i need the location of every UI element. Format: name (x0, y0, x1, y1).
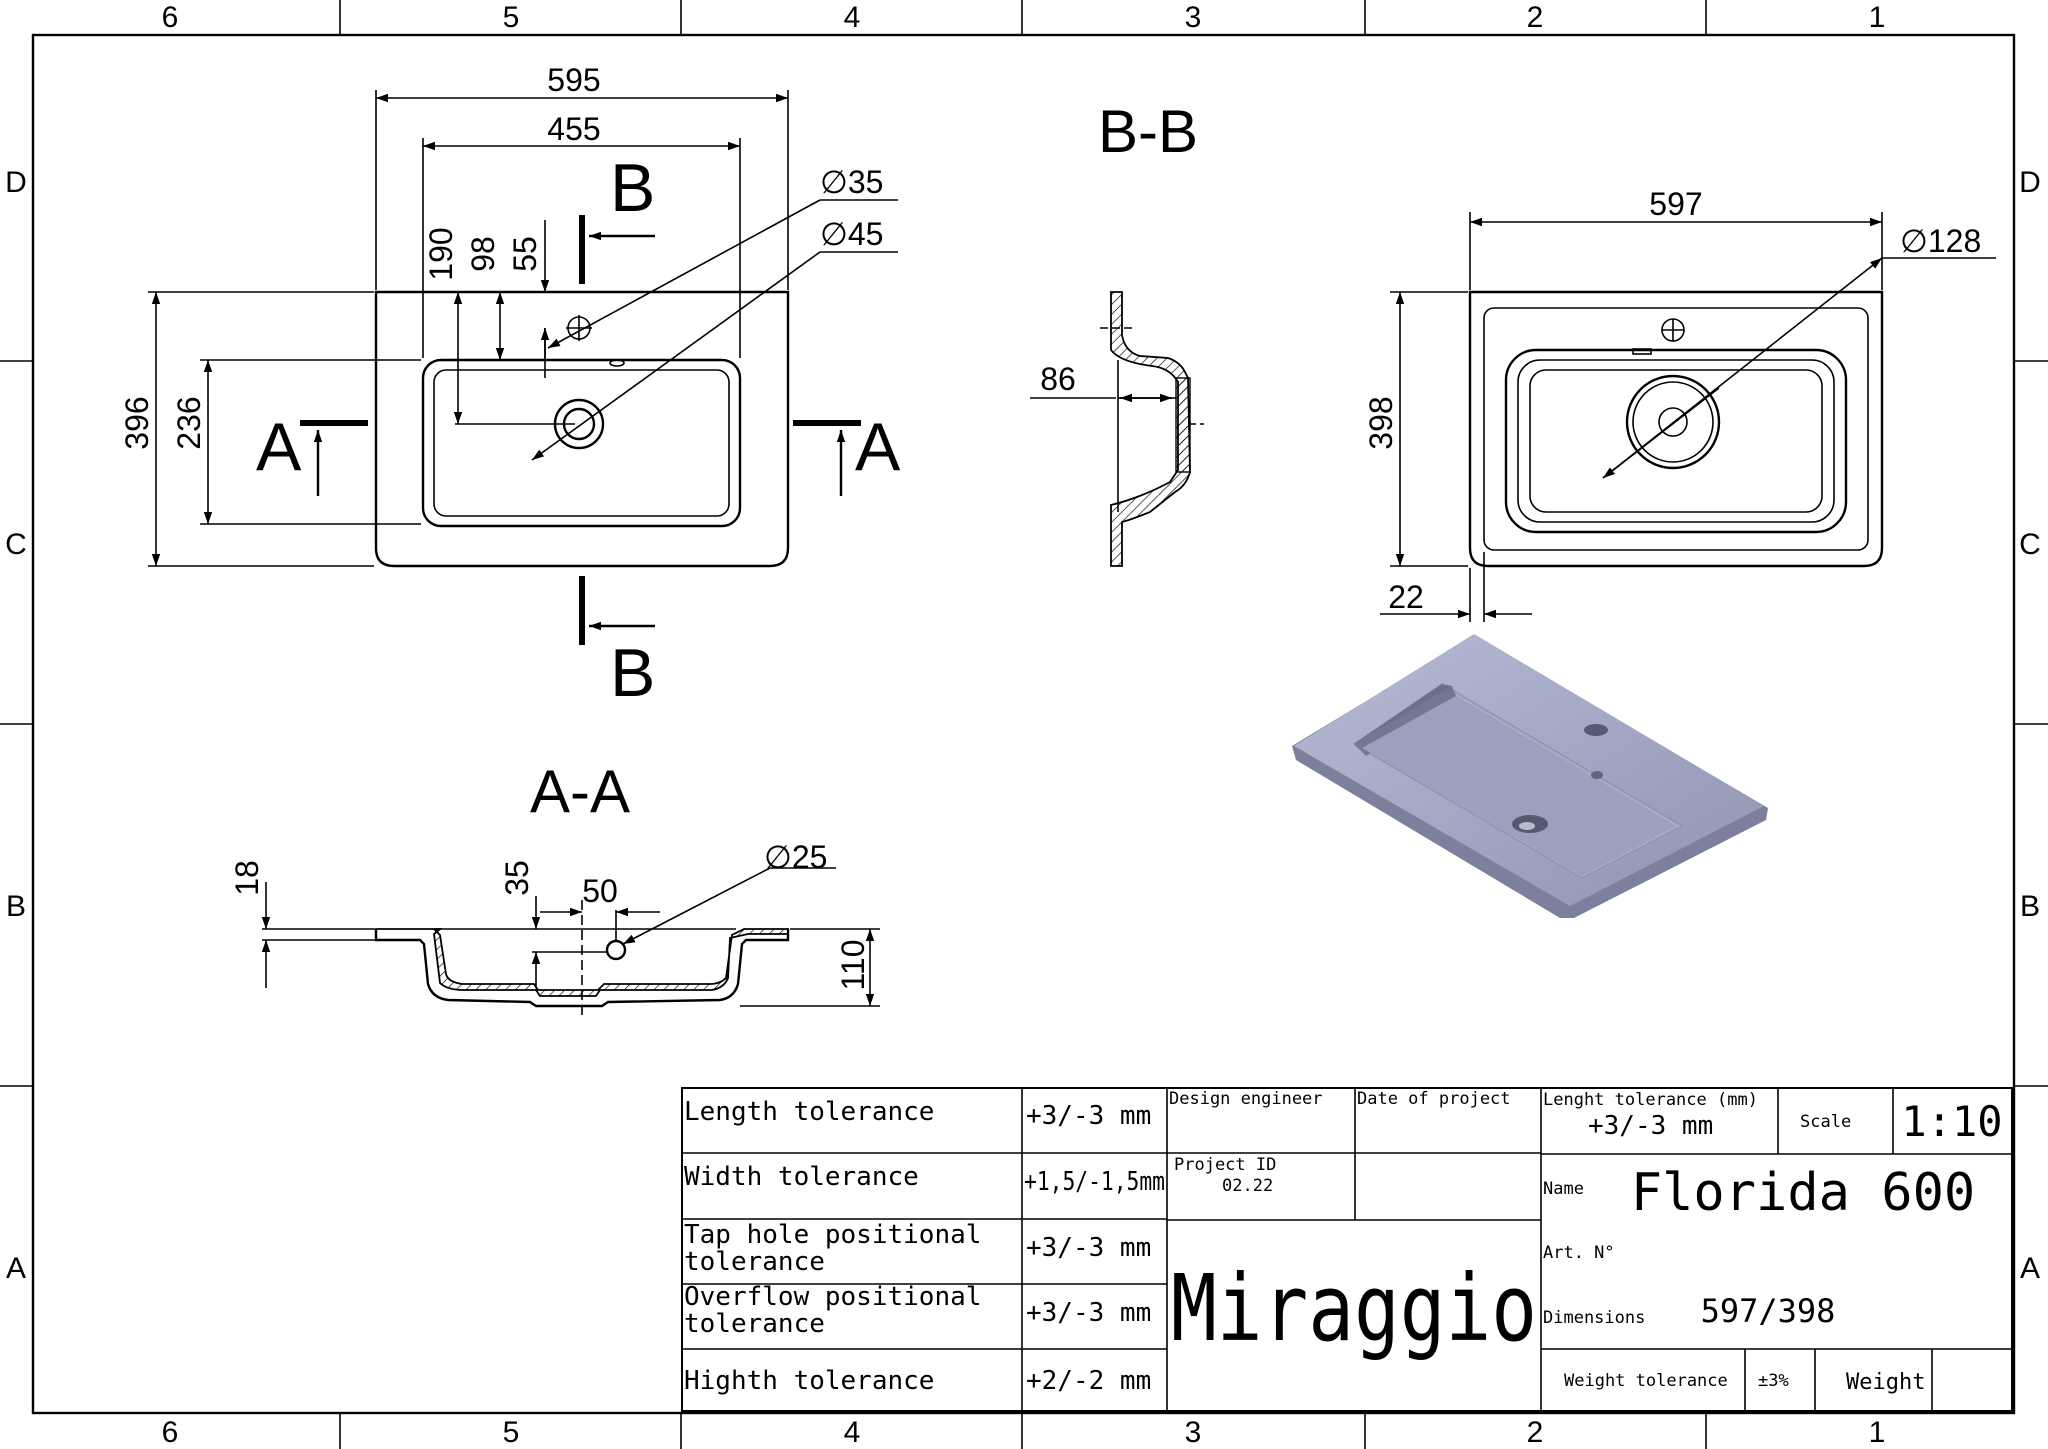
section-aa-title: A-A (530, 758, 630, 825)
zone-row-a-left: A (6, 1252, 26, 1285)
section-marker-a-left: A (256, 409, 302, 485)
length-tolerance-header-value: +3/-3 mm (1588, 1111, 1713, 1141)
tap-hole-tolerance-label-line1: Tap hole positional (684, 1220, 981, 1250)
section-marker-b-top: B (610, 150, 655, 226)
dim-bowl-width: 455 (547, 111, 600, 147)
width-tolerance-label: Width tolerance (684, 1162, 919, 1192)
dim-86: 86 (1040, 361, 1076, 397)
dim-depth-398: 398 (1363, 396, 1399, 449)
zone-col-4-top: 4 (844, 1, 861, 34)
product-name: Florida 600 (1631, 1163, 1975, 1223)
drain-diameter-right-value: 128 (1928, 223, 1981, 259)
zone-col-6-top: 6 (162, 1, 179, 34)
overflow-tolerance-value: +3/-3 mm (1026, 1298, 1151, 1328)
dim-overall-width: 595 (547, 62, 600, 98)
dim-bowl-depth: 236 (171, 396, 207, 449)
project-id-label: Project ID (1174, 1155, 1276, 1175)
scale-value: 1:10 (1901, 1097, 2002, 1146)
zone-col-6-bottom: 6 (162, 1416, 179, 1449)
basin-3d-render (1292, 634, 1768, 918)
zone-col-4-bottom: 4 (844, 1416, 861, 1449)
dimensions-label: Dimensions (1543, 1308, 1645, 1328)
zone-row-a-right: A (2020, 1252, 2040, 1285)
date-of-project-label: Date of project (1357, 1089, 1511, 1109)
dim-18: 18 (229, 860, 265, 896)
zone-row-b-left: B (6, 890, 26, 923)
length-tolerance-label: Length tolerance (684, 1097, 934, 1127)
weight-label: Weight (1846, 1370, 1925, 1395)
section-marker-a-right: A (855, 409, 901, 485)
zone-col-1-bottom: 1 (1869, 1416, 1886, 1449)
design-engineer-label: Design engineer (1169, 1089, 1323, 1109)
weight-tolerance-value: ±3% (1758, 1371, 1789, 1391)
diameter-symbol: ∅ (1900, 223, 1928, 259)
zone-col-2-bottom: 2 (1527, 1416, 1544, 1449)
title-block: Length tolerance +3/-3 mm Width toleranc… (681, 1087, 2013, 1412)
weight-tolerance-label: Weight tolerance (1564, 1371, 1728, 1391)
dim-98: 98 (465, 236, 501, 272)
overflow-tolerance-label-line1: Overflow positional (684, 1282, 981, 1312)
brand-logo: Miraggio (1171, 1255, 1537, 1362)
zone-row-c-left: C (5, 528, 27, 561)
zone-col-3-bottom: 3 (1185, 1416, 1202, 1449)
zone-col-5-bottom: 5 (503, 1416, 520, 1449)
length-tolerance-value: +3/-3 mm (1026, 1101, 1151, 1131)
dim-overall-depth: 396 (119, 396, 155, 449)
scale-label: Scale (1800, 1112, 1851, 1132)
name-label: Name (1543, 1179, 1584, 1199)
zone-labels: 6 5 4 3 2 1 6 5 4 3 2 1 D C B A D C B A (5, 1, 2041, 1449)
drain-diameter-right: ∅128 (1900, 223, 1981, 259)
dim-offset-22: 22 (1388, 579, 1424, 615)
zone-col-3-top: 3 (1185, 1, 1202, 34)
zone-col-5-top: 5 (503, 1, 520, 34)
diameter-symbol: ∅ (820, 164, 848, 200)
zone-row-d-left: D (5, 166, 27, 199)
zone-row-c-right: C (2019, 528, 2041, 561)
dim-110: 110 (835, 939, 871, 990)
section-bb-title: B-B (1098, 98, 1198, 165)
dim-50: 50 (582, 873, 618, 909)
overflow-diameter: ∅25 (764, 839, 827, 875)
drain-diameter: ∅45 (820, 216, 883, 252)
tap-hole-tolerance-label-line2: tolerance (684, 1247, 825, 1277)
dim-width-597: 597 (1649, 186, 1702, 222)
section-aa-view: A-A 18 35 50 110 ∅25 (229, 758, 880, 1020)
overflow-tolerance-label-line2: tolerance (684, 1309, 825, 1339)
height-tolerance-label: Highth tolerance (684, 1366, 934, 1396)
article-number-label: Art. N° (1543, 1243, 1615, 1263)
zone-row-b-right: B (2020, 890, 2040, 923)
overflow-diameter-value: 25 (792, 839, 828, 875)
dimensions-value: 597/398 (1701, 1292, 1836, 1330)
right-view: 597 398 22 ∅128 (1363, 186, 1996, 622)
tap-hole-diameter-value: 35 (848, 164, 884, 200)
section-bb-view: B-B 86 (1030, 98, 1204, 567)
drain-diameter-value: 45 (848, 216, 884, 252)
diameter-symbol: ∅ (820, 216, 848, 252)
dim-35: 35 (499, 860, 535, 896)
zone-col-2-top: 2 (1527, 1, 1544, 34)
tap-hole-diameter: ∅35 (820, 164, 883, 200)
top-view: 595 455 190 98 55 396 236 ∅35 ∅45 (119, 62, 901, 711)
zone-col-1-top: 1 (1869, 1, 1886, 34)
length-tolerance-header-label: Lenght tolerance (mm) (1543, 1090, 1758, 1110)
height-tolerance-value: +2/-2 mm (1026, 1366, 1151, 1396)
diameter-symbol: ∅ (764, 839, 792, 875)
width-tolerance-value: +1,5/-1,5mm (1024, 1167, 1165, 1197)
project-id-value: 02.22 (1222, 1176, 1273, 1196)
tap-hole-tolerance-value: +3/-3 mm (1026, 1233, 1151, 1263)
dim-190: 190 (423, 227, 459, 280)
zone-row-d-right: D (2019, 166, 2041, 199)
section-marker-b-bottom: B (610, 635, 655, 711)
dim-55: 55 (507, 236, 543, 272)
